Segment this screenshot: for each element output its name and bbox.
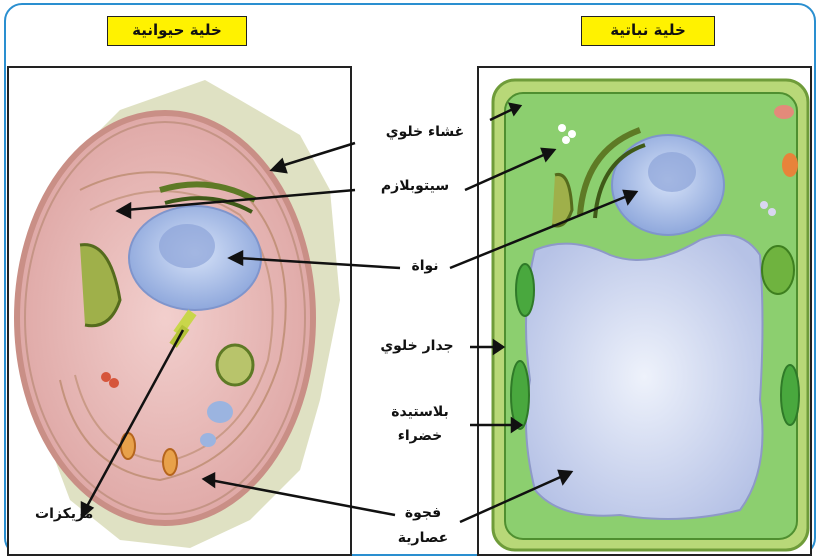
label-nucleus: نواة [395, 258, 455, 274]
label-vacuole-line1: فجوة [393, 505, 453, 521]
animal-cell-title: خلية حيوانية [107, 16, 247, 46]
animal-lysosome [121, 433, 135, 459]
plant-cell-title: خلية نباتية [581, 16, 715, 46]
animal-organelle [217, 345, 253, 385]
label-chloroplast-line1: بلاستيدة [380, 404, 460, 420]
plant-nucleolus [648, 152, 696, 192]
label-vacuole-line2: عصارية [380, 530, 466, 546]
animal-nucleolus [159, 224, 215, 268]
animal-vesicle [207, 401, 233, 423]
label-cell-wall: جدار خلوي [367, 338, 467, 354]
label-cell-membrane: غشاء خلوي [370, 124, 480, 140]
label-centrioles: مريكزات [35, 506, 125, 522]
label-cytoplasm: سيتوبلازم [360, 178, 470, 194]
label-chloroplast-line2: خضراء [384, 428, 456, 444]
